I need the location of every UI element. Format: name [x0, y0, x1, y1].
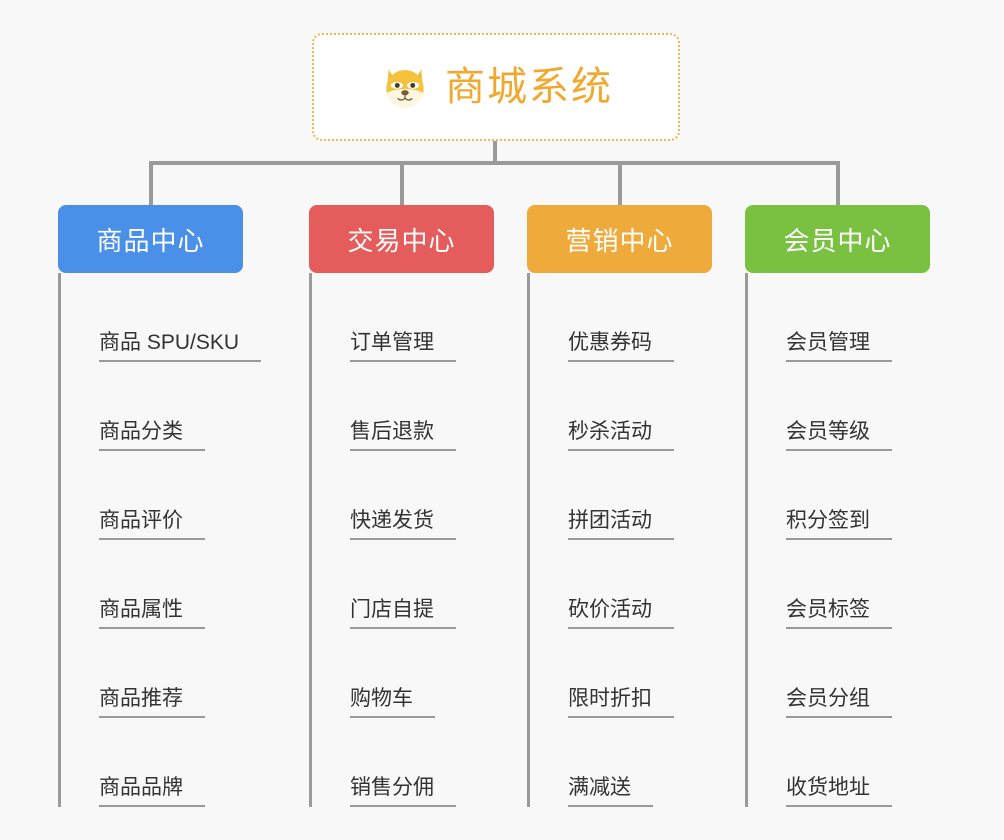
- list-item-label: 快递发货: [350, 510, 456, 540]
- list-item[interactable]: 收货地址: [748, 718, 930, 807]
- list-item[interactable]: 订单管理: [312, 273, 494, 362]
- list-item[interactable]: 销售分佣: [312, 718, 494, 807]
- category-header-3[interactable]: 营销中心: [527, 205, 712, 273]
- list-item-label: 砍价活动: [568, 599, 674, 629]
- list-item[interactable]: 商品分类: [61, 362, 243, 451]
- list-item-label: 销售分佣: [350, 777, 456, 807]
- shiba-dog-face-icon: [379, 61, 431, 113]
- list-item-label: 订单管理: [350, 332, 456, 362]
- list-item[interactable]: 商品属性: [61, 540, 243, 629]
- category-header-2[interactable]: 交易中心: [309, 205, 494, 273]
- list-item-label: 会员分组: [786, 688, 892, 718]
- root-title: 商城系统: [445, 65, 613, 109]
- list-item[interactable]: 拼团活动: [530, 451, 712, 540]
- list-item[interactable]: 会员分组: [748, 629, 930, 718]
- list-item-label: 购物车: [350, 688, 435, 718]
- list-item[interactable]: 商品推荐: [61, 629, 243, 718]
- connector-drop-1: [148, 161, 153, 207]
- list-item[interactable]: 商品品牌: [61, 718, 243, 807]
- list-item-label: 积分签到: [786, 510, 892, 540]
- list-item[interactable]: 售后退款: [312, 362, 494, 451]
- list-item[interactable]: 砍价活动: [530, 540, 712, 629]
- branch-column-1: 商品中心 商品 SPU/SKU 商品分类 商品评价 商品属性 商品推荐 商品品牌: [58, 205, 262, 807]
- list-item-label: 会员标签: [786, 599, 892, 629]
- branch-column-3: 营销中心 优惠券码 秒杀活动 拼团活动 砍价活动 限时折扣 满减送: [527, 205, 712, 807]
- list-item[interactable]: 商品评价: [61, 451, 243, 540]
- list-item[interactable]: 秒杀活动: [530, 362, 712, 451]
- list-item-label: 优惠券码: [568, 332, 674, 362]
- sub-item-list-3: 优惠券码 秒杀活动 拼团活动 砍价活动 限时折扣 满减送: [527, 273, 712, 807]
- list-item-label: 秒杀活动: [568, 421, 674, 451]
- list-item[interactable]: 满减送: [530, 718, 712, 807]
- list-item-label: 商品 SPU/SKU: [99, 332, 262, 362]
- list-item-label: 商品推荐: [99, 688, 205, 718]
- list-item[interactable]: 会员标签: [748, 540, 930, 629]
- connector-root-stem: [493, 141, 497, 165]
- list-item[interactable]: 购物车: [312, 629, 494, 718]
- category-header-4[interactable]: 会员中心: [745, 205, 930, 273]
- sub-item-list-2: 订单管理 售后退款 快递发货 门店自提 购物车 销售分佣: [309, 273, 494, 807]
- list-item[interactable]: 会员等级: [748, 362, 930, 451]
- list-item-label: 售后退款: [350, 421, 456, 451]
- list-item-label: 门店自提: [350, 599, 456, 629]
- list-item-label: 拼团活动: [568, 510, 674, 540]
- list-item[interactable]: 会员管理: [748, 273, 930, 362]
- connector-drop-3: [617, 161, 622, 207]
- list-item-label: 收货地址: [786, 777, 892, 807]
- list-item-label: 商品品牌: [99, 777, 205, 807]
- sub-item-list-4: 会员管理 会员等级 积分签到 会员标签 会员分组 收货地址: [745, 273, 930, 807]
- connector-drop-2: [399, 161, 404, 207]
- list-item[interactable]: 快递发货: [312, 451, 494, 540]
- list-item-label: 商品评价: [99, 510, 205, 540]
- branch-column-4: 会员中心 会员管理 会员等级 积分签到 会员标签 会员分组 收货地址: [745, 205, 930, 807]
- list-item[interactable]: 商品 SPU/SKU: [61, 273, 262, 362]
- list-item[interactable]: 限时折扣: [530, 629, 712, 718]
- list-item[interactable]: 优惠券码: [530, 273, 712, 362]
- branch-column-2: 交易中心 订单管理 售后退款 快递发货 门店自提 购物车 销售分佣: [309, 205, 494, 807]
- category-header-1[interactable]: 商品中心: [58, 205, 243, 273]
- connector-horizontal-bar: [150, 161, 840, 165]
- list-item-label: 会员管理: [786, 332, 892, 362]
- root-node[interactable]: 商城系统: [312, 33, 680, 141]
- sub-item-list-1: 商品 SPU/SKU 商品分类 商品评价 商品属性 商品推荐 商品品牌: [58, 273, 262, 807]
- list-item-label: 限时折扣: [568, 688, 674, 718]
- list-item-label: 会员等级: [786, 421, 892, 451]
- list-item[interactable]: 门店自提: [312, 540, 494, 629]
- list-item[interactable]: 积分签到: [748, 451, 930, 540]
- connector-drop-4: [835, 161, 840, 207]
- list-item-label: 商品属性: [99, 599, 205, 629]
- list-item-label: 满减送: [568, 777, 653, 807]
- list-item-label: 商品分类: [99, 421, 205, 451]
